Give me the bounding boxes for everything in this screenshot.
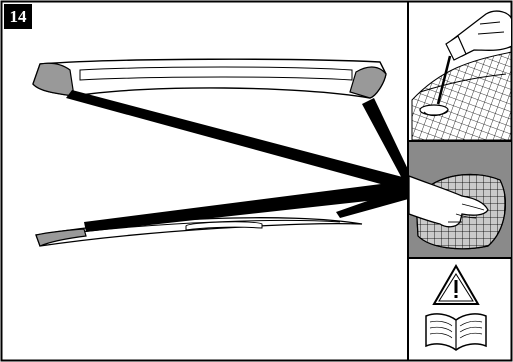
warning-manual-icon [425, 264, 487, 351]
warning-triangle-icon [432, 264, 480, 305]
spoiler-top-right-cap [349, 66, 387, 99]
step-number-badge: 14 [4, 4, 32, 29]
pointer-arrows [66, 90, 414, 232]
cloth-wipe-hand-icon [409, 142, 511, 257]
polish-bottle-icon [411, 10, 511, 140]
spoiler-top [32, 58, 387, 99]
open-book-icon [425, 313, 487, 351]
spoiler-bottom-grey-end [35, 228, 87, 247]
